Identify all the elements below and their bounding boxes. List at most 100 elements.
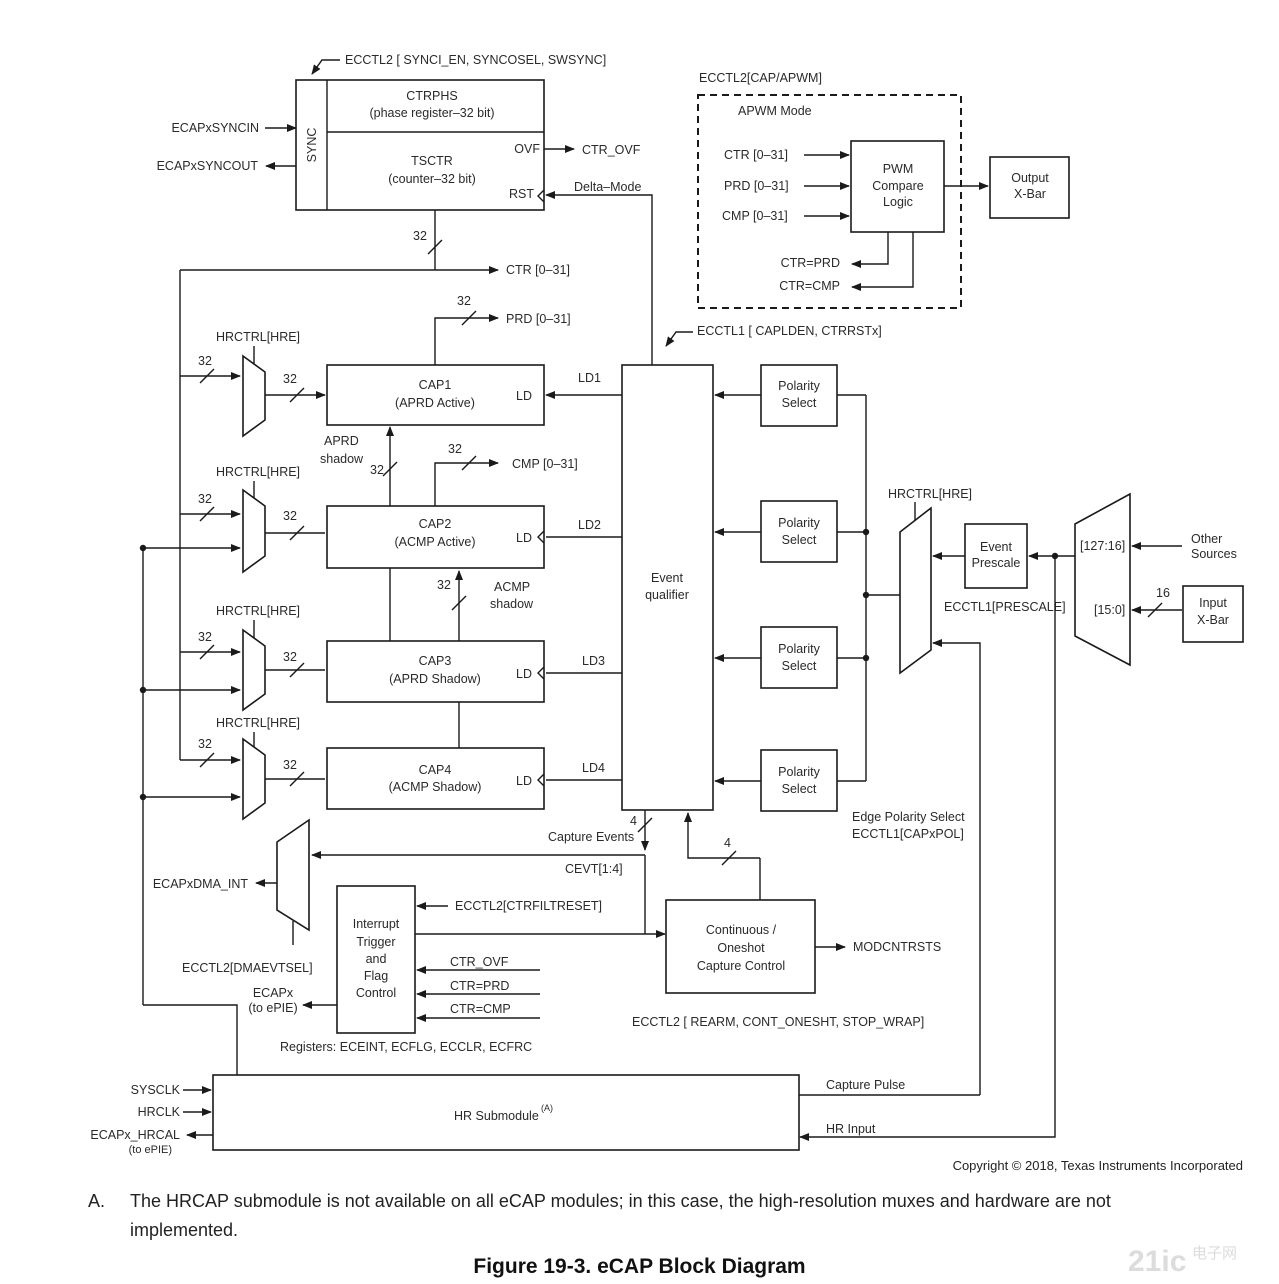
svg-text:(ACMP Shadow): (ACMP Shadow) bbox=[389, 780, 482, 794]
sync-label: SYNC bbox=[305, 128, 319, 163]
event-qualifier bbox=[621, 364, 714, 811]
dma-int-label: ECAPxDMA_INT bbox=[153, 877, 249, 891]
svg-text:[127:16]: [127:16] bbox=[1080, 539, 1125, 553]
svg-text:32: 32 bbox=[283, 372, 297, 386]
interrupt-trigger-flag-control bbox=[336, 885, 416, 1034]
svg-text:HRCTRL[HRE]: HRCTRL[HRE] bbox=[216, 604, 300, 618]
output-xbar bbox=[989, 156, 1070, 219]
svg-text:21ic: 21ic bbox=[1128, 1245, 1186, 1278]
svg-text:Select: Select bbox=[782, 659, 817, 673]
svg-text:HR Input: HR Input bbox=[826, 1122, 876, 1136]
svg-text:qualifier: qualifier bbox=[645, 588, 689, 602]
footnote-letter: A. bbox=[88, 1191, 106, 1211]
svg-text:PWM: PWM bbox=[883, 162, 914, 176]
ecctl2-sync-label: ECCTL2 [ SYNCI_EN, SYNCOSEL, SWSYNC] bbox=[345, 53, 606, 67]
svg-text:32: 32 bbox=[283, 758, 297, 772]
apwm-mode-group: ECCTL2[CAP/APWM] APWM Mode PWM Compare L… bbox=[697, 71, 962, 309]
ecap-syncin-label: ECAPxSYNCIN bbox=[171, 121, 259, 135]
svg-text:HRCTRL[HRE]: HRCTRL[HRE] bbox=[888, 487, 972, 501]
hr-submodule bbox=[212, 1074, 800, 1151]
svg-text:Continuous /: Continuous / bbox=[706, 923, 777, 937]
svg-text:32: 32 bbox=[437, 578, 451, 592]
svg-text:Prescale: Prescale bbox=[972, 556, 1021, 570]
event-prescale bbox=[964, 523, 1028, 589]
svg-text:Input: Input bbox=[1199, 596, 1227, 610]
svg-text:HRCTRL[HRE]: HRCTRL[HRE] bbox=[216, 465, 300, 479]
input-source-mux bbox=[1074, 492, 1131, 667]
svg-text:32: 32 bbox=[370, 463, 384, 477]
svg-text:(APRD Active): (APRD Active) bbox=[395, 396, 475, 410]
svg-text:16: 16 bbox=[1156, 586, 1170, 600]
svg-text:[15:0]: [15:0] bbox=[1094, 603, 1125, 617]
pwm-compare-logic bbox=[850, 140, 945, 233]
svg-text:CAP3: CAP3 bbox=[419, 654, 452, 668]
dma-event-mux bbox=[276, 818, 310, 932]
svg-text:APRD: APRD bbox=[324, 434, 359, 448]
hrctrl-muxes: HRCTRL[HRE] HRCTRL[HRE] HRCTRL[HRE] HRCT… bbox=[216, 330, 300, 821]
svg-text:CTR_OVF: CTR_OVF bbox=[450, 955, 509, 969]
svg-text:Interrupt: Interrupt bbox=[353, 917, 400, 931]
svg-text:32: 32 bbox=[198, 492, 212, 506]
svg-text:32: 32 bbox=[448, 442, 462, 456]
prd-bus-label: PRD [0–31] bbox=[506, 312, 571, 326]
svg-text:Control: Control bbox=[356, 986, 396, 1000]
footnote-text: The HRCAP submodule is not available on … bbox=[130, 1191, 1111, 1240]
svg-text:(A): (A) bbox=[541, 1103, 553, 1113]
svg-text:CAP1: CAP1 bbox=[419, 378, 452, 392]
polarity-selects: Polarity Select Polarity Select Polarity… bbox=[760, 364, 838, 812]
svg-text:LD1: LD1 bbox=[578, 371, 601, 385]
svg-text:X-Bar: X-Bar bbox=[1014, 187, 1046, 201]
svg-text:32: 32 bbox=[283, 650, 297, 664]
svg-text:HRCLK: HRCLK bbox=[138, 1105, 181, 1119]
svg-text:32: 32 bbox=[457, 294, 471, 308]
svg-text:Select: Select bbox=[782, 396, 817, 410]
svg-text:Capture Pulse: Capture Pulse bbox=[826, 1078, 905, 1092]
copyright: Copyright © 2018, Texas Instruments Inco… bbox=[952, 1158, 1243, 1173]
tsctr-sub: (counter–32 bit) bbox=[388, 172, 476, 186]
ecctl2-sync-pointer bbox=[311, 59, 340, 75]
svg-text:LD: LD bbox=[516, 531, 532, 545]
svg-text:Logic: Logic bbox=[883, 195, 913, 209]
ctrphs-title: CTRPHS bbox=[406, 89, 457, 103]
svg-text:CTR=PRD: CTR=PRD bbox=[781, 256, 840, 270]
svg-text:ECCTL2[CTRFILTRESET]: ECCTL2[CTRFILTRESET] bbox=[455, 899, 602, 913]
rst-label: RST bbox=[509, 187, 534, 201]
svg-text:(ACMP Active): (ACMP Active) bbox=[394, 535, 475, 549]
svg-text:LD4: LD4 bbox=[582, 761, 605, 775]
svg-text:Polarity: Polarity bbox=[778, 516, 820, 530]
svg-text:shadow: shadow bbox=[320, 452, 364, 466]
ecap-syncout-label: ECAPxSYNCOUT bbox=[157, 159, 259, 173]
svg-text:and: and bbox=[366, 952, 387, 966]
svg-text:LD: LD bbox=[516, 774, 532, 788]
svg-text:(APRD Shadow): (APRD Shadow) bbox=[389, 672, 481, 686]
sync-counter-block: SYNC CTRPHS (phase register–32 bit) TSCT… bbox=[295, 79, 545, 211]
svg-text:Event: Event bbox=[651, 571, 683, 585]
svg-text:4: 4 bbox=[724, 836, 731, 850]
svg-text:CTR=PRD: CTR=PRD bbox=[450, 979, 509, 993]
hr-select-mux bbox=[899, 506, 932, 675]
ovf-label: OVF bbox=[514, 142, 540, 156]
svg-text:LD: LD bbox=[516, 389, 532, 403]
svg-text:HRCTRL[HRE]: HRCTRL[HRE] bbox=[216, 716, 300, 730]
svg-text:Compare: Compare bbox=[872, 179, 923, 193]
ctrphs-sub: (phase register–32 bit) bbox=[369, 106, 494, 120]
svg-text:Output: Output bbox=[1011, 171, 1049, 185]
svg-text:ACMP: ACMP bbox=[494, 580, 530, 594]
svg-text:32: 32 bbox=[198, 630, 212, 644]
svg-text:MODCNTRSTS: MODCNTRSTS bbox=[853, 940, 941, 954]
hr-submodule-label: HR Submodule bbox=[454, 1109, 539, 1123]
svg-text:32: 32 bbox=[198, 354, 212, 368]
svg-text:PRD [0–31]: PRD [0–31] bbox=[724, 179, 789, 193]
svg-text:CEVT[1:4]: CEVT[1:4] bbox=[565, 862, 623, 876]
svg-text:CTR [0–31]: CTR [0–31] bbox=[724, 148, 788, 162]
svg-text:Oneshot: Oneshot bbox=[717, 941, 765, 955]
svg-text:32: 32 bbox=[413, 229, 427, 243]
svg-text:Registers: ECEINT, ECFLG, ECC: Registers: ECEINT, ECFLG, ECCLR, ECFRC bbox=[280, 1040, 532, 1054]
cmp-bus-label: CMP [0–31] bbox=[512, 457, 578, 471]
svg-text:CTR=CMP: CTR=CMP bbox=[779, 279, 840, 293]
svg-text:(to ePIE): (to ePIE) bbox=[248, 1001, 297, 1015]
svg-text:CAP2: CAP2 bbox=[419, 517, 452, 531]
svg-text:32: 32 bbox=[198, 737, 212, 751]
svg-text:CAP4: CAP4 bbox=[419, 763, 452, 777]
